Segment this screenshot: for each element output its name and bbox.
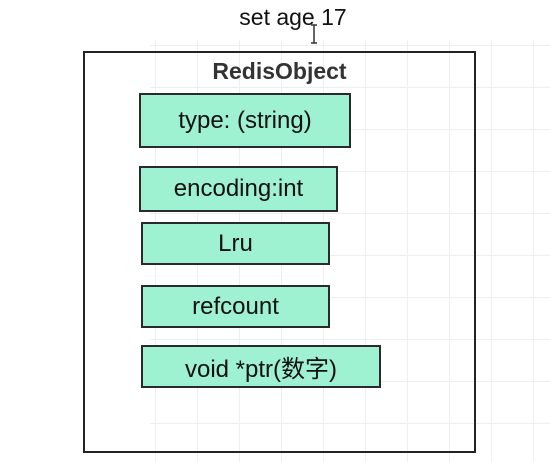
- text-cursor-icon: [309, 24, 319, 44]
- field-lru-label: Lru: [218, 229, 253, 257]
- field-lru: Lru: [141, 222, 330, 265]
- field-ptr: void *ptr(数字): [141, 345, 381, 388]
- field-refcount-label: refcount: [192, 292, 279, 320]
- redis-object-title: RedisObject: [212, 58, 347, 84]
- command-text: set age 17: [239, 4, 347, 30]
- redis-object-box: RedisObject type: (string) encoding:int …: [83, 51, 476, 453]
- field-type: type: (string): [139, 93, 351, 148]
- field-encoding-label: encoding:int: [173, 175, 304, 202]
- field-type-label: type: (string): [178, 106, 312, 134]
- field-refcount: refcount: [141, 285, 330, 328]
- field-ptr-label: void *ptr(数字): [184, 356, 338, 383]
- field-encoding: encoding:int: [139, 166, 338, 212]
